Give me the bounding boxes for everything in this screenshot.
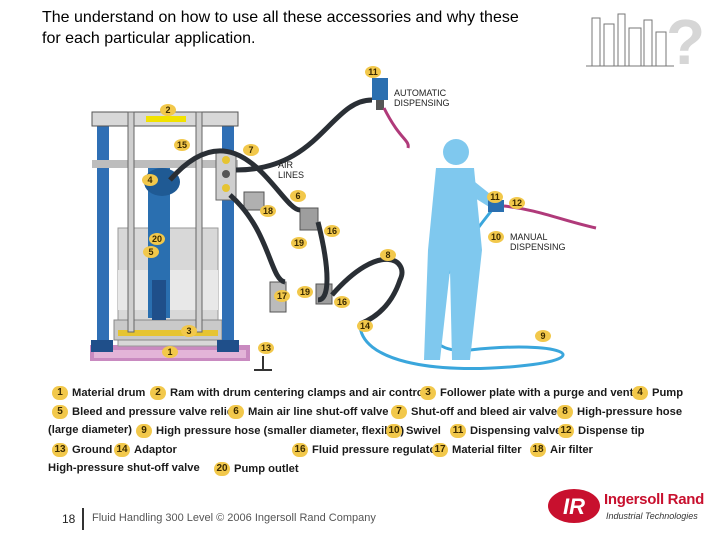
svg-text:18: 18 xyxy=(263,206,273,216)
logo-wordmark: Ingersoll Rand xyxy=(604,491,704,508)
callout-16a: 16 xyxy=(324,225,340,237)
high-pressure-hose-large xyxy=(330,256,405,327)
callout-2: 2 xyxy=(160,104,176,116)
svg-text:9: 9 xyxy=(540,331,545,341)
callout-19a: 19 xyxy=(291,237,307,249)
svg-text:11: 11 xyxy=(490,192,500,202)
svg-text:20: 20 xyxy=(152,234,162,244)
page-number: 18 xyxy=(62,512,76,526)
svg-text:17: 17 xyxy=(277,291,287,301)
automatic-feed-hose xyxy=(235,97,373,173)
svg-text:15: 15 xyxy=(177,140,187,150)
svg-text:13: 13 xyxy=(261,343,271,353)
callout-13: 13 xyxy=(258,342,274,354)
callout-11: 11 xyxy=(365,66,381,78)
svg-text:10: 10 xyxy=(491,232,501,242)
svg-text:11: 11 xyxy=(368,67,378,77)
svg-text:6: 6 xyxy=(295,191,300,201)
callout-8: 8 xyxy=(380,249,396,261)
question-mark-icon: ? xyxy=(666,6,705,76)
svg-text:14: 14 xyxy=(360,321,370,331)
callout-16b: 16 xyxy=(334,296,350,308)
legend-item-19: High-pressure shut-off valve xyxy=(48,462,200,474)
callout-6: 6 xyxy=(290,190,306,202)
logo-subtitle: Industrial Technologies xyxy=(606,511,698,521)
callout-7: 7 xyxy=(243,144,259,156)
equipment-thumbnail: ? xyxy=(586,6,705,76)
callout-19b: 19 xyxy=(297,286,313,298)
callout-17: 17 xyxy=(274,290,290,302)
svg-text:3: 3 xyxy=(186,326,191,336)
callout-badges: 11 2 15 7 4 6 18 20 16 19 8 5 11 12 10 1… xyxy=(142,66,551,358)
ram-right-post xyxy=(222,112,234,352)
callout-12: 12 xyxy=(509,197,525,209)
svg-text:19: 19 xyxy=(300,287,310,297)
manual-dispensing-valve xyxy=(488,200,504,212)
callout-9: 9 xyxy=(535,330,551,342)
company-logo: IR Ingersoll Rand Industrial Technologie… xyxy=(546,487,716,531)
svg-text:8: 8 xyxy=(385,250,390,260)
footer-copyright: Fluid Handling 300 Level © 2006 Ingersol… xyxy=(92,512,376,524)
ram-left-post xyxy=(97,112,109,352)
callout-20: 20 xyxy=(149,233,165,245)
svg-text:4: 4 xyxy=(147,175,152,185)
callout-3: 3 xyxy=(181,325,197,337)
page-heading: The understand on how to use all these a… xyxy=(42,9,519,47)
callout-4: 4 xyxy=(142,174,158,186)
legend-item-8-continued: (large diameter) xyxy=(48,424,132,436)
callout-5: 5 xyxy=(143,246,159,258)
air-line-hose xyxy=(168,148,301,213)
svg-text:7: 7 xyxy=(248,145,253,155)
svg-text:19: 19 xyxy=(294,238,304,248)
manual-dispense-tip xyxy=(503,204,597,230)
svg-text:16: 16 xyxy=(337,297,347,307)
callout-14: 14 xyxy=(357,320,373,332)
operator-figure xyxy=(424,139,500,360)
svg-text:12: 12 xyxy=(512,198,522,208)
callout-1: 1 xyxy=(162,346,178,358)
callout-11b: 11 xyxy=(487,191,503,203)
callout-15: 15 xyxy=(174,139,190,151)
svg-text:16: 16 xyxy=(327,226,337,236)
automatic-dispense-tip xyxy=(382,107,410,149)
callout-18: 18 xyxy=(260,205,276,217)
svg-text:1: 1 xyxy=(167,347,172,357)
svg-text:2: 2 xyxy=(165,105,170,115)
automatic-dispensing-valve xyxy=(372,78,388,100)
ir-logo-icon: IR xyxy=(548,489,600,523)
svg-text:5: 5 xyxy=(148,247,153,257)
callout-10: 10 xyxy=(488,231,504,243)
svg-text:IR: IR xyxy=(563,494,585,519)
footer-divider xyxy=(82,508,84,530)
